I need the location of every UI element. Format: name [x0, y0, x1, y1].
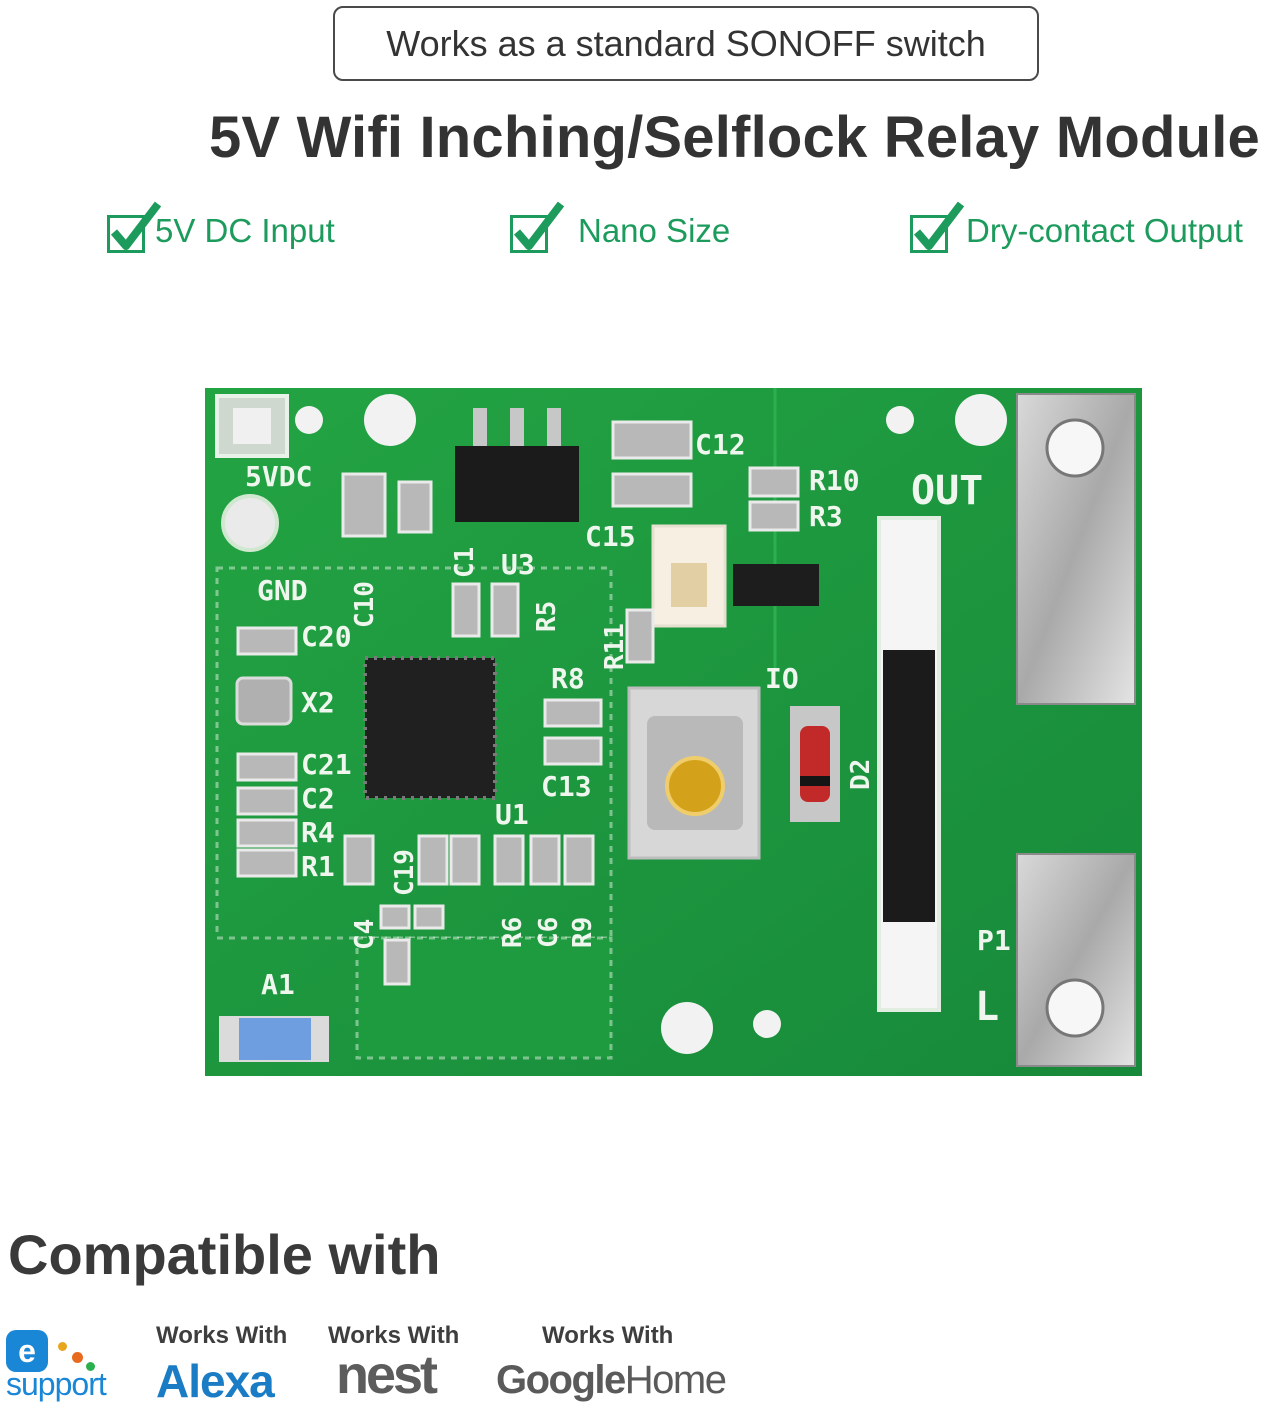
silk-c2: C2: [301, 782, 335, 815]
pcb-drawing: 5VDC GND OUT L P1 C12 R10 R3 C15 U3 C20 …: [205, 388, 1142, 1076]
silk-r9: R9: [568, 917, 598, 948]
checkbox-icon: [910, 201, 965, 253]
google-home-logo: GoogleHome: [496, 1358, 727, 1403]
esupport-logo: e support: [6, 1330, 126, 1406]
silk-d2: D2: [846, 759, 876, 790]
dot-icon: [86, 1362, 95, 1371]
silk-gnd: GND: [257, 574, 308, 607]
esupport-e-icon: e: [6, 1330, 48, 1372]
silk-r6: R6: [498, 917, 528, 948]
alexa-logo: Alexa: [156, 1355, 275, 1407]
silk-c13: C13: [541, 770, 592, 803]
google-works-with: Works With: [542, 1322, 674, 1349]
silk-5vdc: 5VDC: [245, 460, 312, 493]
silk-u3: U3: [501, 548, 535, 581]
checkbox-icon: [107, 201, 162, 253]
silk-c1: C1: [450, 547, 480, 578]
silk-c6: C6: [534, 917, 564, 948]
silk-io: IO: [765, 662, 799, 695]
dot-icon: [58, 1342, 67, 1351]
feature-label: Nano Size: [578, 212, 731, 249]
silk-c15: C15: [585, 520, 636, 553]
silk-r10: R10: [809, 464, 860, 497]
silk-c21: C21: [301, 748, 352, 781]
silk-r4: R4: [301, 816, 335, 849]
feature-label: Dry-contact Output: [966, 212, 1243, 249]
feature-item-dc-input: 5V DC Input: [107, 201, 335, 257]
google-text: Google: [496, 1358, 626, 1402]
nest-logo: nest: [336, 1345, 438, 1405]
silk-r1: R1: [301, 850, 335, 883]
silk-c20: C20: [301, 620, 352, 653]
info-badge: Works as a standard SONOFF switch: [333, 6, 1039, 81]
silk-c10: C10: [350, 581, 380, 628]
alexa-works-with: Works With: [156, 1322, 288, 1349]
silk-a1: A1: [261, 968, 295, 1001]
title-text: 5V Wifi Inching/Selflock Relay Module: [208, 104, 1260, 170]
silk-u1: U1: [495, 798, 529, 831]
silk-x2: X2: [301, 686, 335, 719]
checkbox-icon: [510, 201, 565, 253]
home-text: Home: [624, 1358, 727, 1402]
silk-r8: R8: [551, 662, 585, 695]
esupport-text: support: [6, 1366, 107, 1402]
nest-works-with: Works With: [328, 1322, 460, 1349]
badge-text: Works as a standard SONOFF switch: [386, 22, 986, 64]
silk-r5: R5: [532, 601, 562, 632]
silk-c12: C12: [695, 428, 746, 461]
compatible-heading: Compatible with: [8, 1223, 441, 1286]
dot-icon: [72, 1352, 83, 1363]
feature-item-dry-contact: Dry-contact Output: [910, 201, 1243, 257]
silk-r11: R11: [600, 623, 630, 670]
relay-board-image: 5VDC GND OUT L P1 C12 R10 R3 C15 U3 C20 …: [205, 388, 1145, 1078]
silk-r3: R3: [809, 500, 843, 533]
silk-c19: C19: [390, 849, 420, 896]
silk-out: OUT: [911, 468, 983, 514]
page-title: 5V Wifi Inching/Selflock Relay Module: [0, 102, 1276, 172]
feature-item-nano-size: Nano Size: [510, 201, 731, 257]
feature-label: 5V DC Input: [155, 212, 335, 249]
silk-l: L: [975, 984, 999, 1030]
silk-c4: C4: [350, 919, 380, 950]
silk-p1: P1: [977, 924, 1011, 957]
